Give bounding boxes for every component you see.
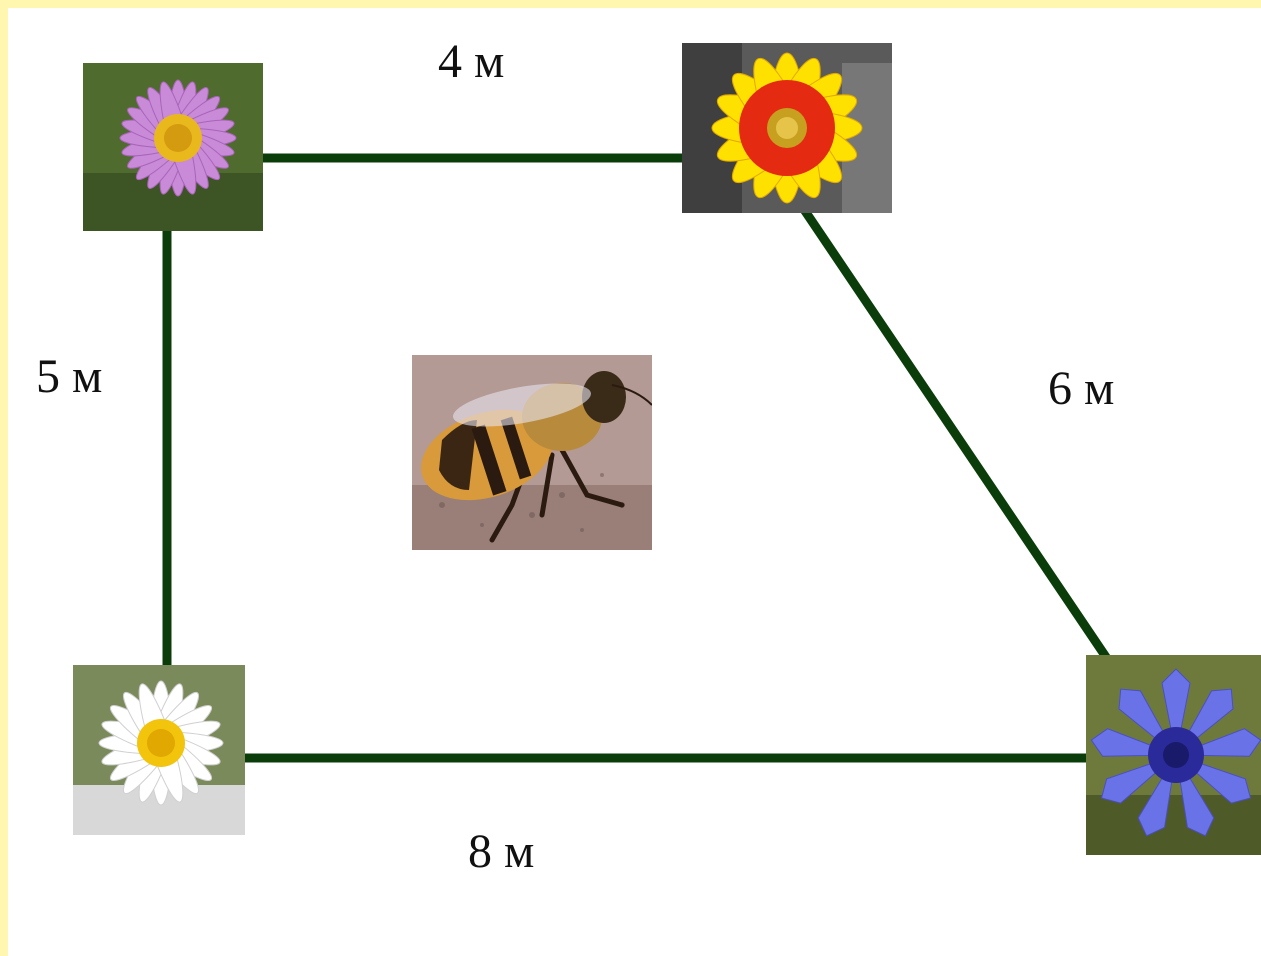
- diagram: 4 м 5 м 6 м 8 м: [8, 8, 1261, 956]
- edge-lines: [162, 153, 1112, 763]
- aster-flower-icon: [83, 63, 263, 231]
- chamomile-flower-icon: [73, 665, 245, 835]
- edge-label-top: 4 м: [438, 35, 505, 88]
- gaillardia-flower-icon: [682, 43, 892, 213]
- edge-label-right: 6 м: [1048, 362, 1115, 415]
- cornflower-icon: [1086, 655, 1261, 855]
- edge-right: [799, 205, 1112, 663]
- edge-label-bottom: 8 м: [468, 825, 535, 878]
- bee-icon: [412, 355, 652, 550]
- edge-label-left: 5 м: [36, 350, 103, 403]
